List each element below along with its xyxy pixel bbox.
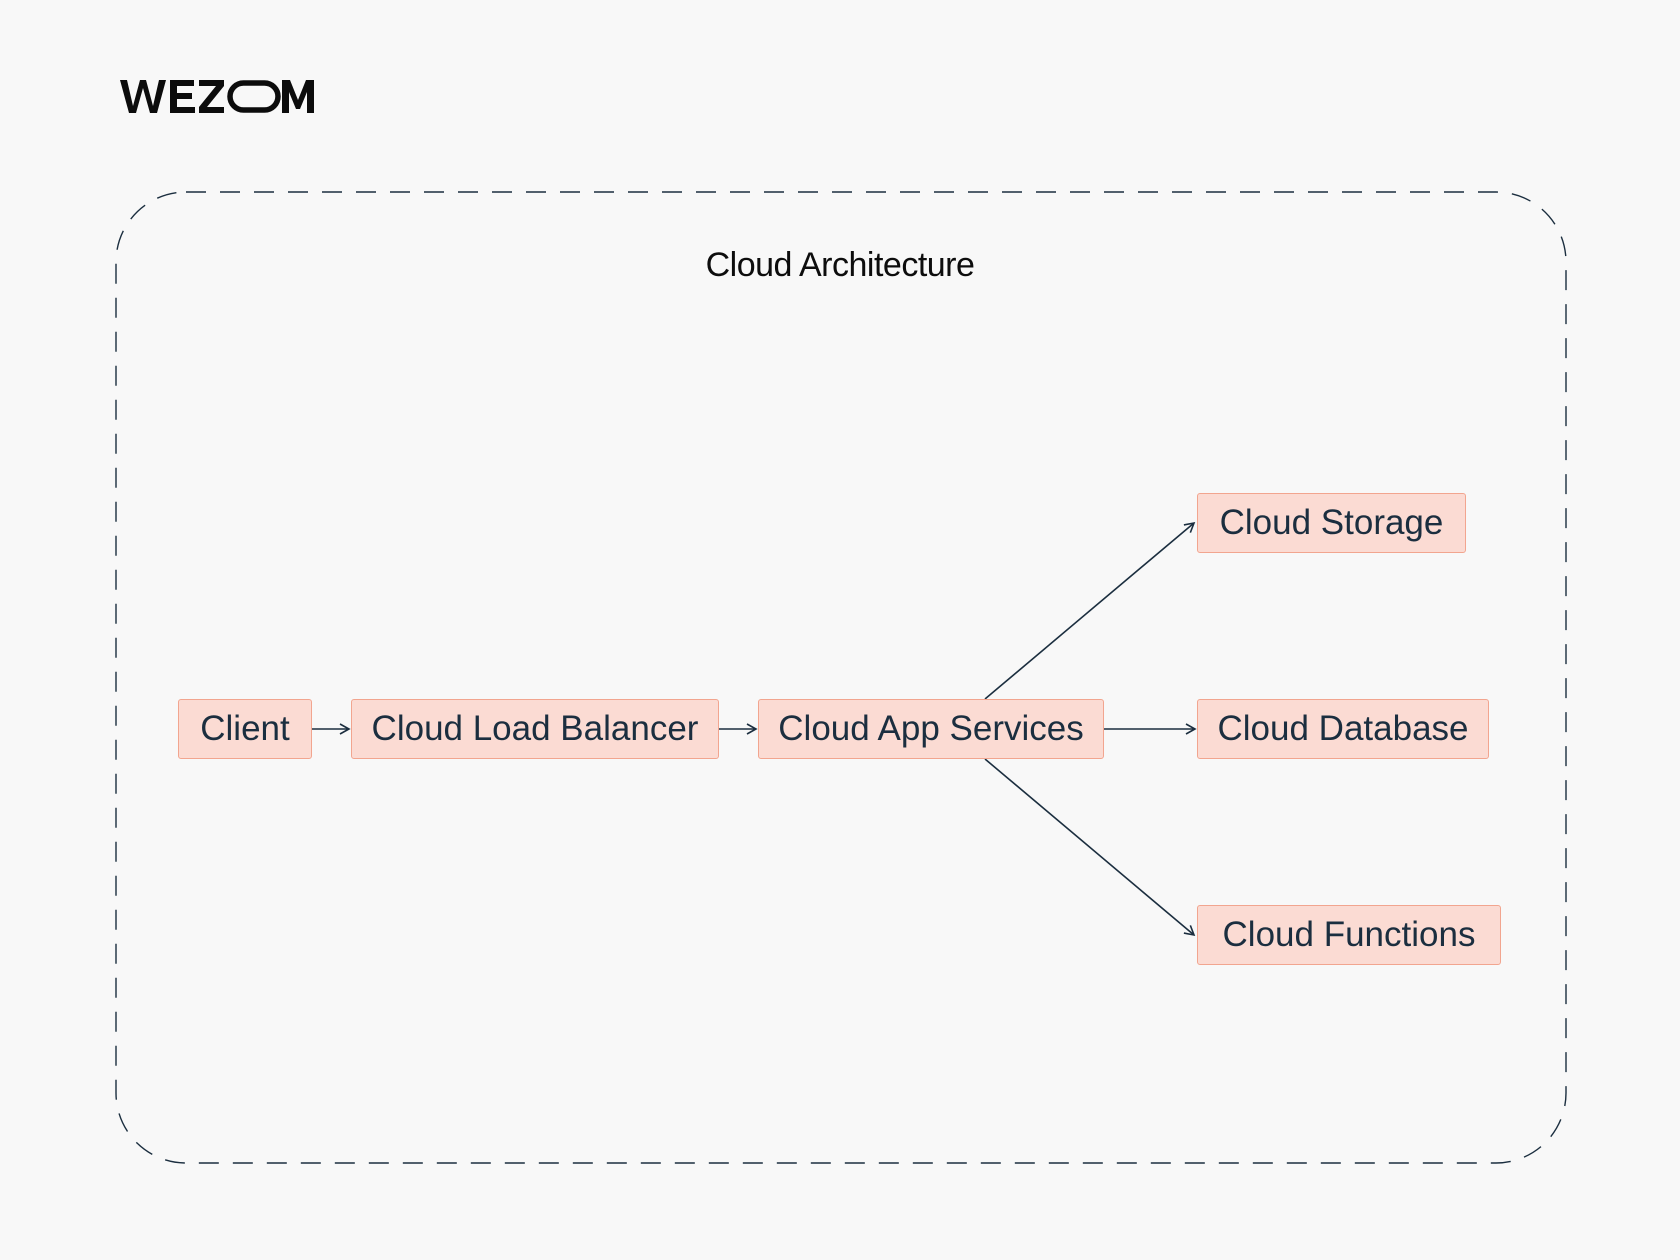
node-cloud-app-services: Cloud App Services xyxy=(758,699,1104,759)
node-cloud-load-balancer: Cloud Load Balancer xyxy=(351,699,719,759)
diagram-boundary xyxy=(115,191,1567,1164)
node-cloud-database: Cloud Database xyxy=(1197,699,1489,759)
wezom-logo: WEZOM xyxy=(120,72,320,120)
edge-app-to-storage xyxy=(984,521,1196,700)
node-cloud-functions: Cloud Functions xyxy=(1197,905,1501,965)
node-cloud-storage: Cloud Storage xyxy=(1197,493,1466,553)
diagram-title: Cloud Architecture xyxy=(705,246,975,284)
logo-wordmark xyxy=(120,80,314,113)
edge-app-to-functions xyxy=(984,758,1196,937)
node-client: Client xyxy=(178,699,312,759)
